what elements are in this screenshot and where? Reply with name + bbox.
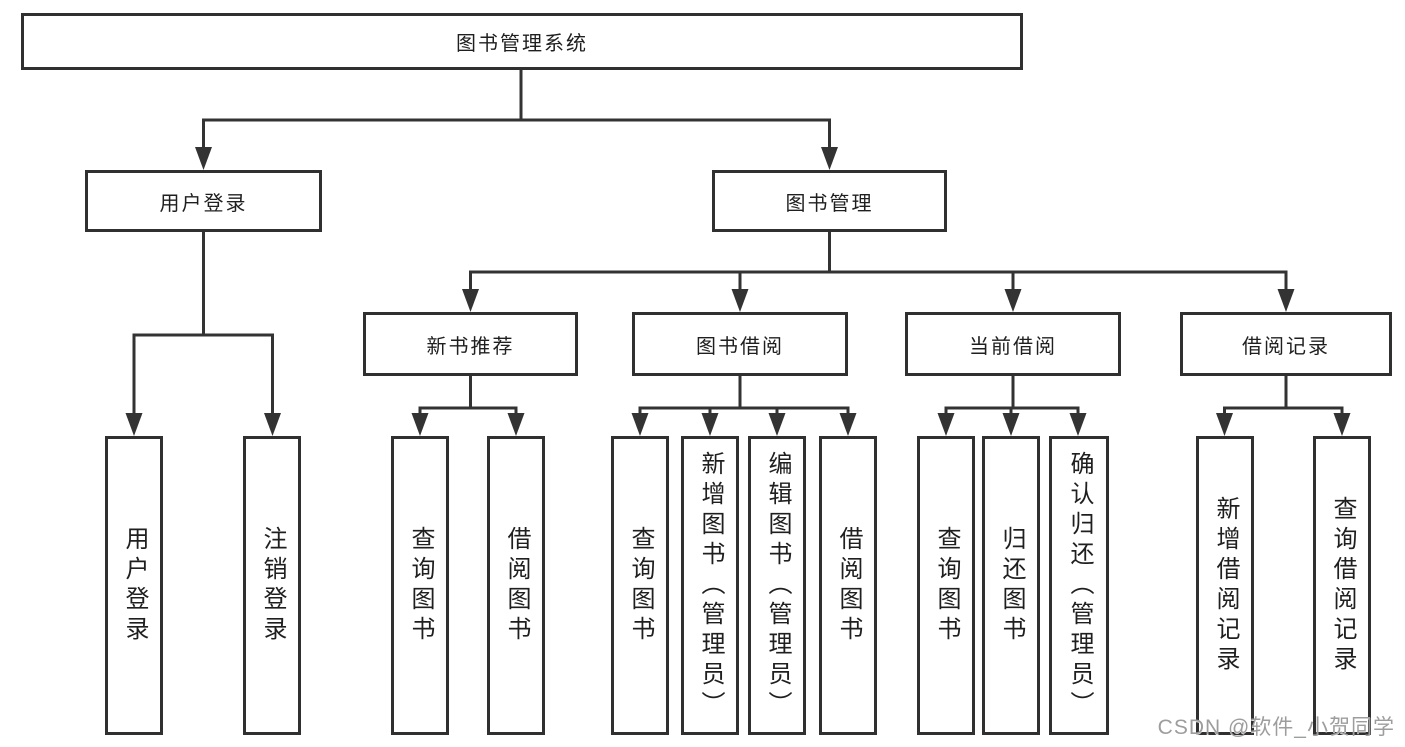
arrowhead-icon: [264, 413, 281, 436]
leaf-query-books-borrow: 查询图书: [611, 436, 669, 735]
leaf-query-borrow-record: 查询借阅记录: [1313, 436, 1371, 735]
node-new-book-recommend-label: 新书推荐: [426, 335, 515, 358]
node-new-book-recommend: 新书推荐: [363, 312, 578, 376]
node-borrow-records-label: 借阅记录: [1242, 335, 1330, 358]
arrowhead-icon: [731, 289, 749, 312]
arrowhead-icon: [768, 413, 786, 436]
node-book-borrow: 图书借阅: [632, 312, 848, 376]
arrowhead-icon: [1002, 413, 1020, 436]
leaf-confirm-return-admin: 确认归还（管理员）: [1049, 436, 1109, 735]
arrowhead-icon: [937, 413, 955, 436]
leaf-borrow-books-label: 借阅图书: [835, 525, 862, 646]
leaf-user-login: 用户登录: [105, 436, 163, 735]
leaf-query-borrow-record-label: 查询借阅记录: [1329, 495, 1356, 676]
node-user-login-label: 用户登录: [159, 192, 248, 215]
node-borrow-records: 借阅记录: [1180, 312, 1392, 376]
arrowhead-icon: [125, 413, 143, 436]
arrowhead-icon: [631, 413, 649, 436]
arrowhead-icon: [1069, 413, 1087, 436]
arrowhead-icon: [411, 413, 429, 436]
arrowhead-icon: [839, 413, 857, 436]
arrowhead-icon: [462, 289, 479, 312]
leaf-return-books-label: 归还图书: [998, 525, 1025, 646]
leaf-query-books-current-label: 查询图书: [933, 525, 960, 646]
leaf-borrow-books: 借阅图书: [819, 436, 877, 735]
node-book-management-label: 图书管理: [785, 192, 874, 215]
leaf-add-borrow-record-label: 新增借阅记录: [1212, 495, 1239, 676]
leaf-add-books-admin: 新增图书（管理员）: [681, 436, 739, 735]
arrowhead-icon: [701, 413, 719, 436]
arrowhead-icon: [195, 147, 212, 170]
node-current-borrow-label: 当前借阅: [969, 335, 1057, 358]
leaf-logout-label: 注销登录: [259, 525, 286, 646]
node-book-borrow-label: 图书借阅: [696, 335, 784, 358]
leaf-query-books-recommend-label: 查询图书: [407, 525, 434, 646]
arrowhead-icon: [1277, 289, 1295, 312]
node-root: 图书管理系统: [21, 13, 1023, 70]
leaf-return-books: 归还图书: [982, 436, 1040, 735]
node-root-label: 图书管理系统: [456, 33, 588, 55]
leaf-add-borrow-record: 新增借阅记录: [1196, 436, 1254, 735]
leaf-query-books-recommend: 查询图书: [391, 436, 449, 735]
node-user-login: 用户登录: [85, 170, 322, 232]
arrowhead-icon: [821, 147, 838, 170]
leaf-query-books-borrow-label: 查询图书: [627, 525, 654, 646]
arrowhead-icon: [1333, 413, 1351, 436]
arrowhead-icon: [1216, 413, 1233, 436]
leaf-edit-books-admin: 编辑图书（管理员）: [748, 436, 806, 735]
watermark: CSDN @软件_小贺同学: [1157, 716, 1395, 739]
leaf-logout: 注销登录: [243, 436, 301, 735]
node-book-management: 图书管理: [712, 170, 947, 232]
arrowhead-icon: [1004, 289, 1022, 312]
leaf-borrow-books-recommend-label: 借阅图书: [503, 525, 530, 646]
leaf-confirm-return-admin-label: 确认归还（管理员）: [1066, 450, 1093, 721]
leaf-query-books-current: 查询图书: [917, 436, 975, 735]
node-current-borrow: 当前借阅: [905, 312, 1121, 376]
leaf-add-books-admin-label: 新增图书（管理员）: [697, 450, 724, 721]
leaf-user-login-label: 用户登录: [121, 525, 148, 646]
leaf-borrow-books-recommend: 借阅图书: [487, 436, 545, 735]
leaf-edit-books-admin-label: 编辑图书（管理员）: [764, 450, 791, 721]
arrowhead-icon: [507, 413, 525, 436]
